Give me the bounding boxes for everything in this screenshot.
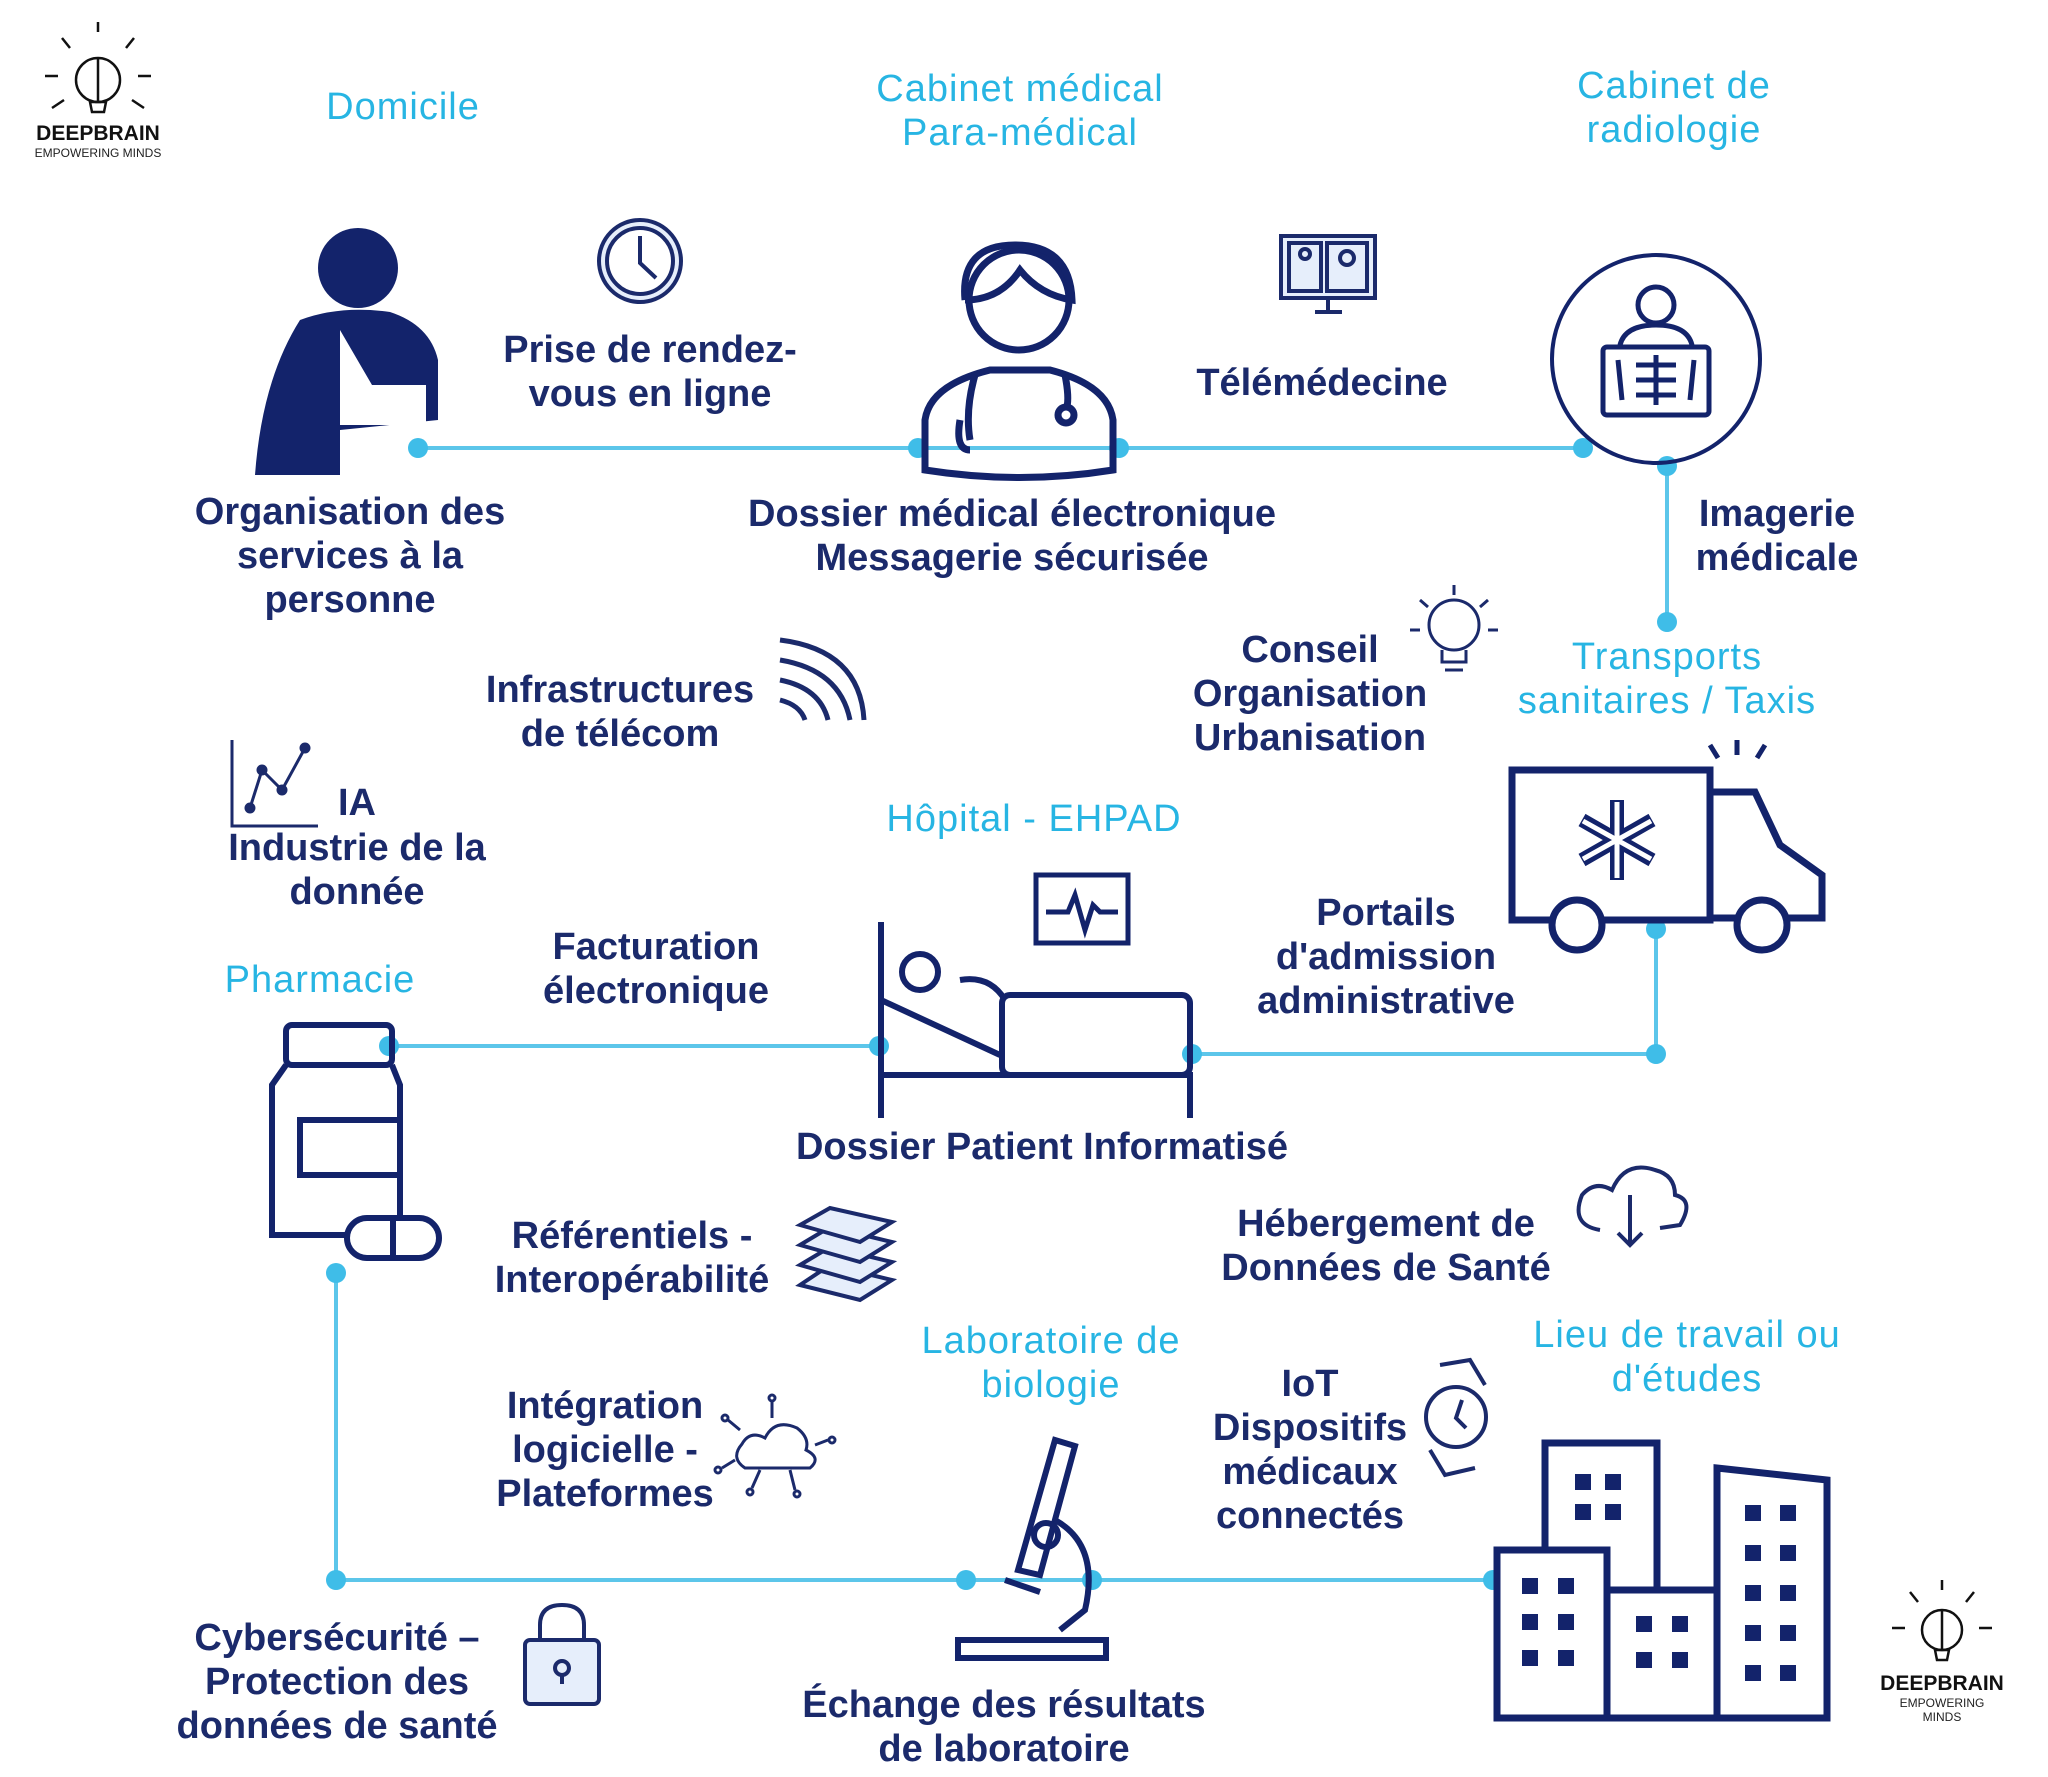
service-hebergement: Hébergement de Données de Santé [1221,1203,1551,1289]
cloud-network-icon [713,1393,837,1499]
patient-sling-icon [255,228,438,475]
books-icon [794,1205,898,1303]
service-facturation: Facturation électronique [543,926,769,1012]
service-organisation: Organisation des services à la personne [194,491,506,621]
place-cabinet-radiologie: Cabinet de radiologie [1577,65,1771,151]
heart-monitor-icon [1033,872,1131,946]
service-dossier-patient: Dossier Patient Informatisé [795,1126,1289,1168]
node-dot [1646,919,1666,939]
deepbrain-logo: DEEPBRAIN EMPOWERING MINDS [35,122,162,160]
xray-icon [1550,253,1762,465]
place-lieu-travail: Lieu de travail ou d'études [1533,1314,1841,1400]
wifi-signal-icon [779,637,867,721]
place-pharmacie: Pharmacie [224,959,416,1001]
microscope-icon [955,1436,1109,1661]
cloud-download-icon [1576,1165,1689,1248]
logo-name: DEEPBRAIN [1880,1672,2004,1695]
service-referentiels: Référentiels - Interopérabilité [494,1215,770,1301]
padlock-icon [523,1602,601,1706]
medicine-bottle-icon [269,1022,442,1261]
node-dot [1657,612,1677,632]
place-transports: Transports sanitaires / Taxis [1517,636,1817,722]
node-dot [956,1570,976,1590]
logo-tagline: EMPOWERING MINDS [34,146,162,160]
service-infrastructures: Infrastructures de télécom [485,669,755,755]
place-cabinet-medical: Cabinet médical Para-médical [876,68,1164,154]
hospital-bed-icon [878,922,1193,1118]
place-domicile: Domicile [326,86,480,128]
service-portails: Portails d'admission administrative [1257,892,1515,1022]
node-dot [1573,438,1593,458]
clock-icon [597,218,683,304]
logo-name: DEEPBRAIN [36,122,160,145]
telemedicine-screen-icon [1279,234,1377,314]
line-chart-icon [230,740,318,828]
ambulance-icon [1508,740,1826,954]
service-integration: Intégration logicielle - Plateformes [496,1385,714,1515]
doctor-icon [921,241,1117,481]
node-dot [326,1570,346,1590]
service-telemedecine: Télémédecine [1196,362,1448,404]
service-imagerie: Imagerie médicale [1695,493,1859,579]
service-rdv: Prise de rendez- vous en ligne [503,329,797,415]
node-dot [408,438,428,458]
deepbrain-logo-icon-bottom [1892,1580,1992,1662]
office-buildings-icon [1493,1439,1831,1722]
service-industrie: Industrie de la donnée [228,827,486,913]
place-laboratoire: Laboratoire de biologie [921,1320,1181,1406]
logo-tagline: EMPOWERING MINDS [1899,1696,1985,1724]
node-dot [1646,1044,1666,1064]
service-cybersecurite: Cybersécurité – Protection des données d… [176,1617,498,1747]
service-ia: IA [338,782,376,824]
smartwatch-icon [1424,1357,1488,1478]
deepbrain-logo-bottom: DEEPBRAIN EMPOWERING MINDS [1880,1672,2004,1724]
node-dot [326,1263,346,1283]
service-iot: IoT Dispositifs médicaux connectés [1212,1363,1408,1537]
service-echange: Échange des résultats de laboratoire [802,1684,1206,1770]
service-dossier-medical: Dossier médical électronique Messagerie … [748,493,1276,579]
deepbrain-logo-icon [45,22,151,114]
service-conseil: Conseil Organisation Urbanisation [1192,629,1428,759]
place-hopital: Hôpital - EHPAD [886,798,1182,840]
lightbulb-icon [1410,585,1498,672]
